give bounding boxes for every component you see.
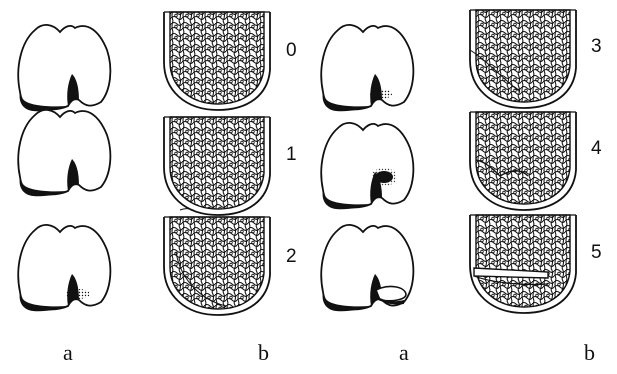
condyle-grade-0 [18, 25, 110, 111]
section-grade-4 [470, 112, 576, 210]
column-label-b-left: b [258, 340, 269, 365]
grade-label-1: 1 [286, 144, 297, 165]
condyle-grade-4 [321, 123, 413, 209]
condyle-grade-3 [321, 25, 413, 111]
column-label-a-left: a [63, 340, 73, 365]
section-grade-3 [470, 10, 576, 108]
condyle-grade-1 [18, 110, 110, 196]
grade-label-0: 0 [286, 40, 297, 61]
grade-label-2: 2 [286, 246, 297, 267]
section-grade-1 [164, 117, 270, 215]
grade-label-3: 3 [591, 36, 602, 57]
column-label-b-right: b [584, 340, 595, 365]
condyle-grade-5 [321, 225, 413, 311]
section-grade-2 [164, 217, 270, 315]
column-label-a-right: a [399, 340, 409, 365]
section-grade-0 [164, 12, 270, 110]
condyle-grade-2 [18, 225, 110, 311]
grade-label-4: 4 [591, 138, 602, 159]
grade-label-5: 5 [591, 242, 602, 263]
section-grade-5 [470, 215, 576, 313]
